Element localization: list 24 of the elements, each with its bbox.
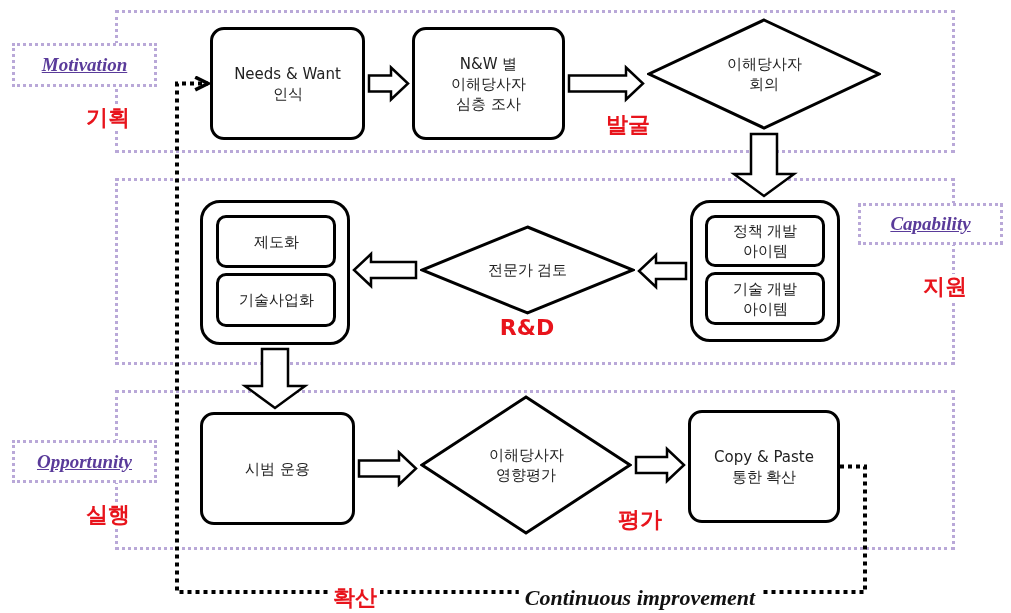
block-arrow xyxy=(241,347,309,410)
block-arrow xyxy=(357,449,418,488)
stage-tab: Capability xyxy=(858,203,1003,245)
block-arrow xyxy=(367,64,410,103)
stage-tab: Motivation xyxy=(12,43,157,87)
process-box: 정책 개발 아이템 xyxy=(705,215,825,267)
process-box: Copy & Paste 통한 확산 xyxy=(688,410,840,523)
block-arrow xyxy=(730,132,798,198)
stage-label: 평가 xyxy=(615,507,665,533)
block-arrow xyxy=(567,64,645,103)
stage-tab: Opportunity xyxy=(12,440,157,483)
process-box: 제도화 xyxy=(216,215,336,268)
process-box: 시범 운용 xyxy=(200,412,355,525)
group-box xyxy=(200,200,350,345)
process-box: 기술 개발 아이템 xyxy=(705,272,825,325)
process-box: 기술사업화 xyxy=(216,273,336,327)
stage-label: 확산 xyxy=(330,585,380,611)
block-arrow xyxy=(637,252,688,290)
block-arrow xyxy=(352,251,418,289)
decision-diamond: 전문가 검토 xyxy=(420,225,635,315)
block-arrow xyxy=(634,446,686,484)
process-box: N&W 별 이해당사자 심층 조사 xyxy=(412,27,565,140)
process-box: Needs & Want 인식 xyxy=(210,27,365,140)
group-box xyxy=(690,200,840,342)
